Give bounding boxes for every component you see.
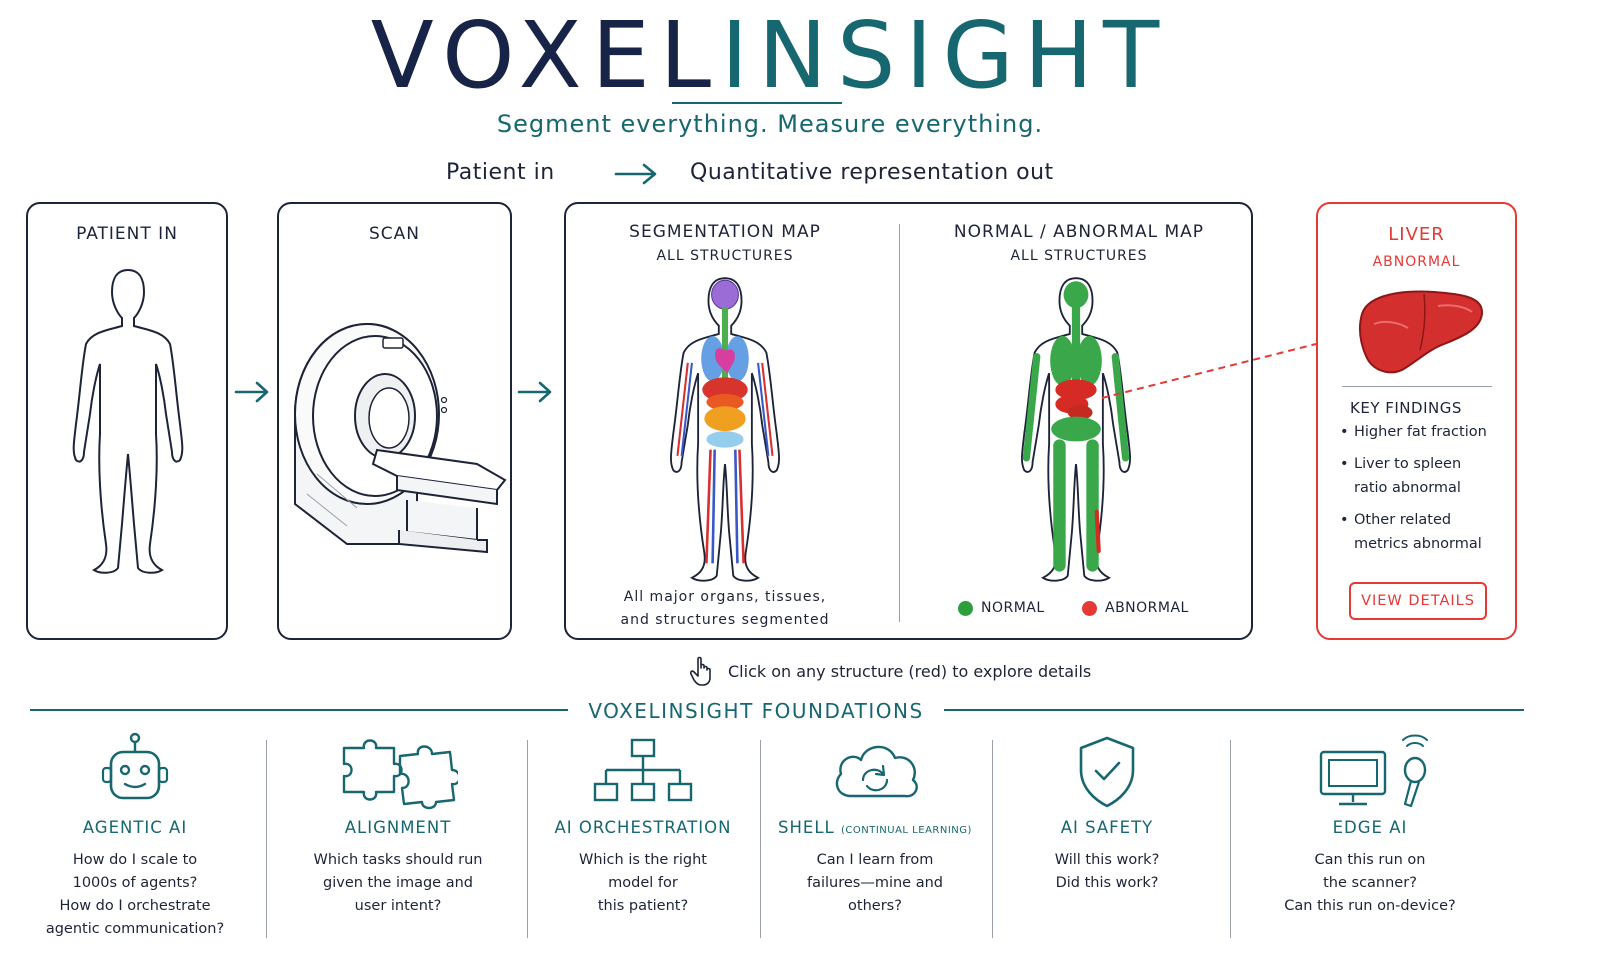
patient-in-title: PATIENT IN	[76, 224, 178, 244]
foundation-title: AI ORCHESTRATION	[554, 818, 732, 837]
foundation-divider	[266, 740, 267, 938]
normal-abnormal-body-figure[interactable]	[1013, 274, 1139, 584]
foundation-text: Will this work? Did this work?	[1010, 849, 1204, 895]
cloud-sync-icon	[835, 745, 918, 798]
foundation-line: agentic communication?	[45, 921, 225, 937]
foundation-divider	[527, 740, 528, 938]
foundation-line: Can this run on-device?	[1284, 898, 1456, 914]
explore-hint-text: Click on any structure (red) to explore …	[728, 661, 1092, 681]
shield-check-icon	[1079, 736, 1135, 808]
foundation-text: Which tasks should run given the image a…	[300, 849, 496, 918]
foundation-shell: SHELL (CONTINUAL LEARNING) Can I learn f…	[772, 730, 978, 918]
pointer-hand-icon	[690, 656, 711, 686]
foundation-text: Can this run on the scanner? Can this ru…	[1264, 849, 1476, 918]
normal-abnormal-map-title: NORMAL / ABNORMAL MAP	[953, 222, 1205, 242]
liver-card-divider	[1342, 386, 1492, 387]
foundation-text: Which is the right model for this patien…	[546, 849, 740, 918]
foundation-agentic-ai: AGENTIC AI How do I scale to 1000s of ag…	[40, 730, 230, 941]
foundations-rule-left	[30, 709, 568, 711]
foundation-line: failures—mine and	[806, 875, 943, 891]
foundation-line: Which tasks should run	[313, 852, 483, 868]
legend-abnormal: ABNORMAL	[1082, 600, 1189, 616]
flow-left-label: Patient in	[446, 160, 555, 185]
segmentation-caption-line2: and structures segmented	[620, 612, 830, 628]
scan-title: SCAN	[368, 224, 420, 244]
foundation-divider	[1230, 740, 1231, 938]
foundation-line: the scanner?	[1323, 875, 1417, 891]
brand-title-part1: VOXEL	[370, 2, 722, 109]
maps-divider	[899, 224, 900, 622]
normal-dot-icon	[958, 600, 973, 616]
liver-connector-line	[1101, 343, 1317, 399]
legend-abnormal-label: ABNORMAL	[1105, 600, 1189, 616]
liver-title: LIVER	[1388, 224, 1445, 245]
foundation-divider	[992, 740, 993, 938]
finding-item: Higher fat fraction	[1340, 420, 1520, 444]
finding-item: Other related metrics abnormal	[1340, 508, 1500, 556]
abnormal-dot-icon	[1082, 600, 1097, 616]
foundation-line: user intent?	[354, 898, 442, 914]
foundation-line: 1000s of agents?	[72, 875, 198, 891]
foundation-line: Did this work?	[1055, 875, 1159, 891]
key-findings-title: KEY FINDINGS	[1350, 399, 1462, 417]
foundation-line: given the image and	[323, 875, 473, 891]
title-underline	[672, 102, 842, 104]
foundation-line: Will this work?	[1054, 852, 1160, 868]
foundation-title-main: SHELL	[778, 818, 835, 837]
foundation-line: How do I orchestrate	[59, 898, 211, 914]
liver-icon	[1358, 290, 1484, 374]
monitor-probe-icon	[1319, 734, 1428, 808]
view-details-button[interactable]: VIEW DETAILS	[1349, 582, 1487, 620]
hierarchy-icon	[593, 738, 693, 802]
scan-panel: SCAN	[277, 202, 512, 640]
foundation-ai-safety: AI SAFETY Will this work? Did this work?	[1010, 730, 1204, 895]
foundation-line: this patient?	[597, 898, 689, 914]
segmentation-caption-line1: All major organs, tissues,	[623, 589, 827, 605]
human-silhouette-icon	[72, 268, 184, 574]
foundation-title: EDGE AI	[1332, 818, 1408, 837]
foundation-title: ALIGNMENT	[344, 818, 452, 837]
legend-normal-label: NORMAL	[981, 600, 1045, 616]
robot-icon	[101, 732, 169, 800]
ct-scanner-icon	[294, 322, 507, 554]
patient-in-panel: PATIENT IN	[26, 202, 228, 640]
tagline: Segment everything. Measure everything.	[496, 110, 1044, 138]
foundations-rule-right	[944, 709, 1524, 711]
segmentation-map-title: SEGMENTATION MAP	[629, 222, 821, 242]
maps-panel: SEGMENTATION MAP ALL STRUCTURES All majo…	[564, 202, 1253, 640]
flow-right-label: Quantitative representation out	[690, 160, 1054, 185]
foundations-title: VOXELINSIGHT FOUNDATIONS	[588, 699, 924, 723]
brand-title-part2: INSIGHT	[721, 2, 1170, 109]
explore-hint: Click on any structure (red) to explore …	[690, 656, 1091, 686]
flow-arrow-icon	[614, 163, 657, 185]
arrow-right-icon	[234, 381, 269, 403]
foundation-edge-ai: EDGE AI Can this run on the scanner? Can…	[1264, 730, 1476, 918]
legend-normal: NORMAL	[958, 600, 1045, 616]
foundation-line: others?	[848, 898, 902, 914]
foundation-divider	[760, 740, 761, 938]
segmentation-caption: All major organs, tissues, and structure…	[566, 586, 884, 632]
brand-title: VOXELINSIGHT	[0, 6, 1540, 106]
foundation-ai-orchestration: AI ORCHESTRATION Which is the right mode…	[546, 730, 740, 918]
normal-abnormal-map-subtitle: ALL STRUCTURES	[1010, 248, 1148, 264]
finding-item: Liver to spleen ratio abnormal	[1340, 452, 1490, 500]
foundation-alignment: ALIGNMENT Which tasks should run given t…	[300, 730, 496, 918]
foundation-text: Can I learn from failures—mine and other…	[772, 849, 978, 918]
liver-status: ABNORMAL	[1372, 254, 1461, 270]
foundation-title: SHELL (CONTINUAL LEARNING)	[772, 818, 978, 837]
foundation-text: How do I scale to 1000s of agents? How d…	[40, 849, 230, 941]
foundation-line: model for	[608, 875, 678, 891]
arrow-right-icon	[517, 381, 552, 403]
foundation-title: AGENTIC AI	[82, 818, 188, 837]
foundation-line: Can this run on	[1314, 852, 1426, 868]
segmentation-map-subtitle: ALL STRUCTURES	[656, 248, 794, 264]
foundation-line: How do I scale to	[72, 852, 198, 868]
foundation-title: AI SAFETY	[1060, 818, 1154, 837]
key-findings-list: Higher fat fraction Liver to spleen rati…	[1340, 420, 1520, 564]
puzzle-icon	[342, 739, 458, 810]
foundation-line: Can I learn from	[816, 852, 934, 868]
foundation-title-small: (CONTINUAL LEARNING)	[841, 825, 972, 836]
segmentation-body-figure[interactable]	[662, 274, 788, 584]
foundation-line: Which is the right	[579, 852, 707, 868]
